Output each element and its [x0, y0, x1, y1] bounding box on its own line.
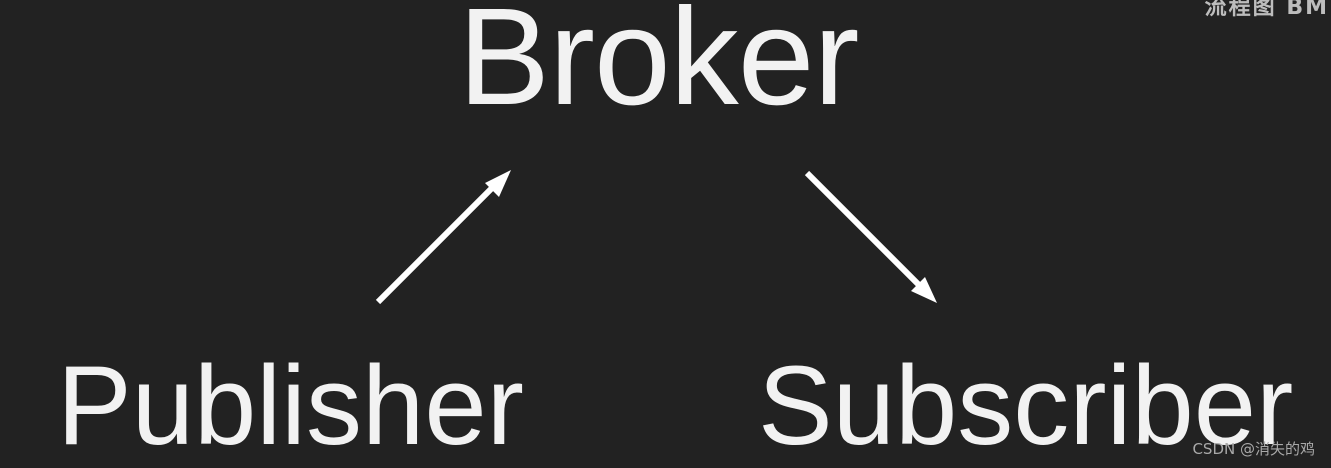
- watermark: CSDN @消失的鸡: [1192, 440, 1315, 458]
- subscriber-node: Subscriber: [758, 343, 1294, 468]
- publisher-node: Publisher: [57, 343, 524, 468]
- cropped-caption: 流程图 BM: [1204, 0, 1329, 20]
- arrow-publisher-to-broker: [375, 170, 511, 305]
- broker-node: Broker: [458, 0, 859, 134]
- arrow-broker-to-subscriber: [804, 170, 937, 303]
